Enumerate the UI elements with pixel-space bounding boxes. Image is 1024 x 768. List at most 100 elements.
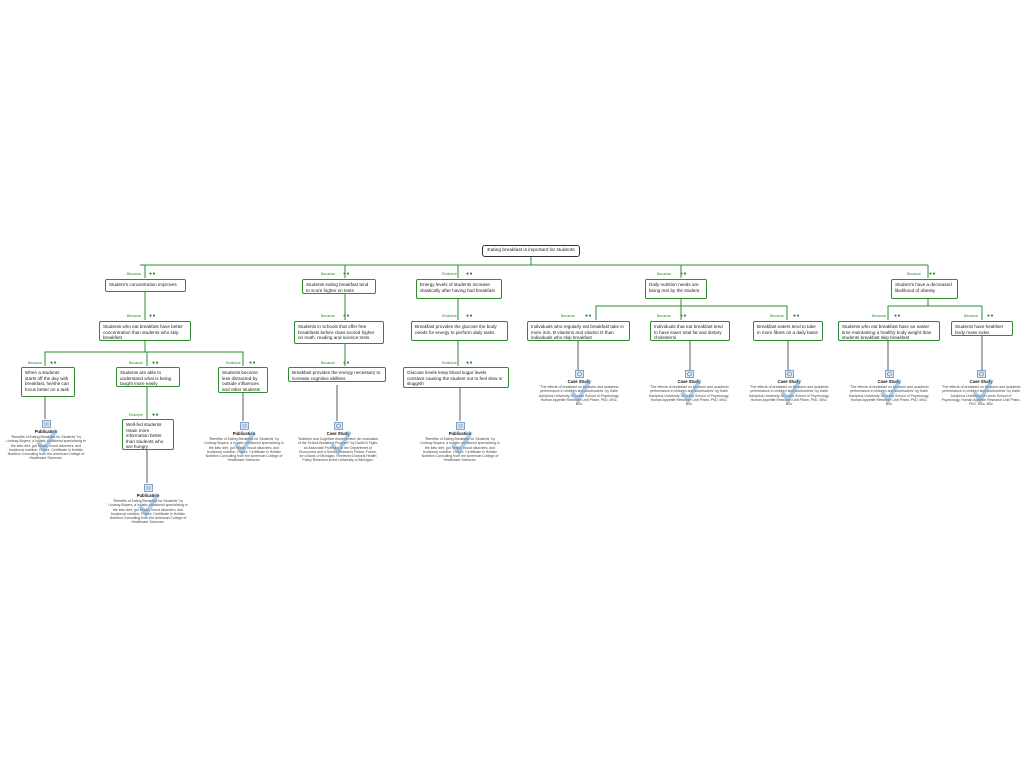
status-dots: ●●	[50, 360, 58, 366]
source-citation: "The effects of breakfast on behavior an…	[848, 385, 930, 407]
microscope-icon	[684, 370, 694, 378]
status-dots: ●●	[343, 313, 351, 319]
detail-focus[interactable]: When a students starts off the day with …	[21, 367, 75, 397]
tag-because: Because	[657, 272, 671, 276]
checkmark-icon	[570, 378, 592, 404]
tag-because: Because	[964, 314, 978, 318]
source-citation: "Benefits of Eating Breakfast for Studen…	[6, 435, 86, 461]
source-kind: Publication	[34, 429, 58, 434]
tag-evidence: Evidence	[442, 314, 457, 318]
microscope-icon	[884, 370, 894, 378]
source-citation: "Benefits of Eating Breakfast for Studen…	[108, 499, 188, 525]
document-icon	[143, 484, 153, 492]
source-publication[interactable]: Publication "Benefits of Eating Breakfas…	[108, 484, 188, 525]
status-dots: ●●	[466, 360, 474, 366]
source-citation: "The effects of breakfast on behavior an…	[748, 385, 830, 407]
claim-better-concentration[interactable]: Students who eat breakfast have better c…	[99, 321, 191, 341]
source-citation: "Nutrition and Cognitive Achievement: An…	[297, 437, 379, 463]
checkmark-icon	[880, 378, 902, 404]
document-icon	[455, 422, 465, 430]
tag-because: Because	[127, 314, 141, 318]
document-icon	[41, 420, 51, 428]
status-dots: ●●	[987, 313, 995, 319]
claim-iron-vitamins[interactable]: Individuals who regularly eat breakfast …	[527, 321, 630, 341]
tag-because: Because	[127, 272, 141, 276]
source-kind: Publication	[448, 431, 472, 436]
status-dots: ●●	[585, 313, 593, 319]
tag-evidence: Evidence	[226, 361, 241, 365]
source-citation: "The effects of breakfast on behavior an…	[941, 385, 1021, 407]
root-claim[interactable]: Eating breakfast is important for studen…	[482, 245, 580, 257]
status-dots: ●●	[149, 271, 157, 277]
tag-evidence: Evidence	[442, 361, 457, 365]
source-kind: Case Study	[969, 379, 993, 384]
tag-because: Because	[321, 314, 335, 318]
source-case-study[interactable]: Case Study "The effects of breakfast on …	[941, 370, 1021, 406]
tag-because: Because	[129, 361, 143, 365]
detail-understand[interactable]: Students are able to understand what is …	[116, 367, 180, 387]
claim-bmi[interactable]: Students have healthier body mass index	[951, 321, 1013, 336]
status-dots: ●●	[152, 360, 160, 366]
tag-because: Because	[321, 361, 335, 365]
detail-less-distracted[interactable]: Students become less distracted by outsi…	[218, 367, 268, 393]
status-dots: ●●	[149, 313, 157, 319]
microscope-icon	[784, 370, 794, 378]
reason-concentration[interactable]: Student's concentration improves	[105, 279, 186, 292]
tag-because: Because	[28, 361, 42, 365]
source-citation: "Benefits of Eating Breakfast for Studen…	[204, 437, 284, 463]
checkmark-icon	[234, 430, 256, 456]
microscope-icon	[333, 422, 343, 430]
source-publication[interactable]: Publication "Benefits of Eating Breakfas…	[6, 420, 86, 461]
claim-healthy-weight[interactable]: Students who eat breakfast have an easie…	[838, 321, 940, 341]
document-icon	[239, 422, 249, 430]
claim-lower-fat[interactable]: Individuals that eat breakfast tend to h…	[650, 321, 730, 341]
reason-nutrition[interactable]: Daily nutrition needs are being met by t…	[645, 279, 707, 299]
reason-energy[interactable]: Energy levels of students increase drast…	[416, 279, 502, 299]
tag-because: Because	[561, 314, 575, 318]
tag-because: Because	[321, 272, 335, 276]
detail-cognitive-energy[interactable]: Breakfast provides the energy necessary …	[288, 367, 386, 382]
claim-glucose[interactable]: Breakfast provides the glucose the body …	[411, 321, 508, 341]
status-dots: ●●	[466, 271, 474, 277]
detail-blood-sugar[interactable]: Glucose levels keep blood sugar levels c…	[403, 367, 509, 388]
status-dots: ●●	[343, 271, 351, 277]
checkmark-icon	[451, 430, 473, 456]
tag-because: Because	[770, 314, 784, 318]
source-kind: Publication	[232, 431, 256, 436]
checkmark-icon	[138, 492, 160, 518]
reason-test-scores[interactable]: Students eating breakfast tend to score …	[302, 279, 376, 294]
checkmark-icon	[680, 378, 702, 404]
status-dots: ●●	[929, 271, 937, 277]
tag-because: Because	[657, 314, 671, 318]
checkmark-icon	[972, 378, 994, 404]
status-dots: ●●	[152, 412, 160, 418]
detail-retain-information[interactable]: Well-fed students retain more informatio…	[122, 419, 174, 450]
tag-because: Because	[872, 314, 886, 318]
source-case-study[interactable]: Case Study "The effects of breakfast on …	[848, 370, 930, 406]
source-case-study[interactable]: Case Study "The effects of breakfast on …	[648, 370, 730, 406]
claim-free-breakfast-scores[interactable]: Students in schools that offer free brea…	[294, 321, 384, 344]
source-kind: Case Study	[326, 431, 350, 436]
source-case-study[interactable]: Case Study "The effects of breakfast on …	[538, 370, 620, 406]
source-case-study[interactable]: Case Study "Nutrition and Cognitive Achi…	[297, 422, 379, 463]
checkmark-icon	[36, 428, 58, 454]
source-kind: Case Study	[567, 379, 591, 384]
status-dots: ●●	[249, 360, 257, 366]
source-kind: Case Study	[677, 379, 701, 384]
source-citation: "The effects of breakfast on behavior an…	[648, 385, 730, 407]
source-citation: "Benefits of Eating Breakfast for Studen…	[420, 437, 500, 463]
status-dots: ●●	[343, 360, 351, 366]
status-dots: ●●	[680, 271, 688, 277]
source-publication[interactable]: Publication "Benefits of Eating Breakfas…	[204, 422, 284, 463]
checkmark-icon	[780, 378, 802, 404]
tag-evidence: Evidence	[442, 272, 457, 276]
source-case-study[interactable]: Case Study "The effects of breakfast on …	[748, 370, 830, 406]
status-dots: ●●	[793, 313, 801, 319]
status-dots: ●●	[894, 313, 902, 319]
tag-because: Because	[907, 272, 921, 276]
tag-example: Example	[129, 413, 143, 417]
reason-obesity[interactable]: Student's have a decreased likelihood of…	[891, 279, 958, 299]
source-publication[interactable]: Publication "Benefits of Eating Breakfas…	[419, 422, 501, 463]
claim-fibers[interactable]: Breakfast eaters tend to take in more fi…	[753, 321, 823, 341]
